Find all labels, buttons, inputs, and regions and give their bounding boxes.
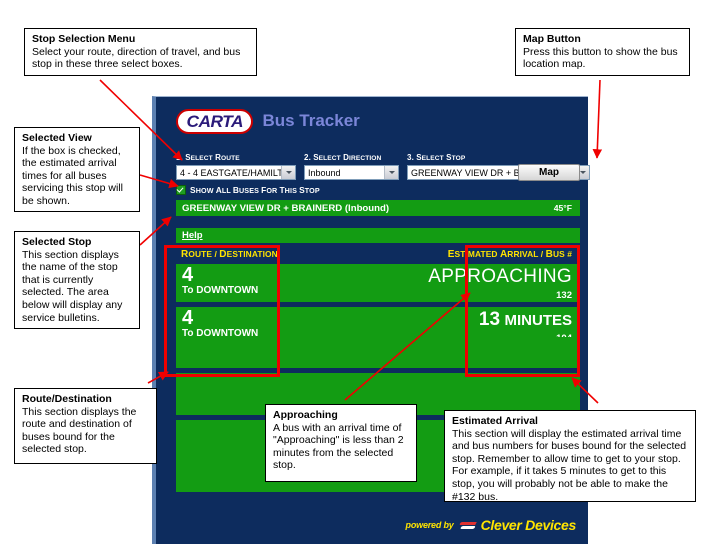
annotation-body: Select your route, direction of travel, … — [32, 45, 241, 71]
column-header-estimated-arrival: ESTIMATED ARRIVAL / BUS # — [447, 249, 572, 260]
bus-number: 132 — [556, 290, 572, 301]
carta-logo-text: CARTA — [186, 111, 243, 131]
route-number: 4 — [182, 307, 194, 329]
eta-number: 13 — [478, 309, 501, 330]
help-link[interactable]: Help — [182, 230, 203, 241]
show-all-buses-label: SHOW ALL BUSES FOR THIS STOP — [190, 184, 320, 195]
annotation-title: Map Button — [523, 33, 581, 45]
label-select-direction: 2. SELECT DIRECTION — [304, 153, 382, 162]
annotation-title: Estimated Arrival — [452, 415, 538, 427]
annotation-body: This section displays the name of the st… — [22, 248, 123, 324]
chevron-down-icon[interactable] — [384, 166, 398, 179]
annotation-title: Selected Stop — [22, 236, 92, 248]
annotation-body: This section displays the route and dest… — [22, 405, 137, 456]
annotation-map-button: Map Button Press this button to show the… — [515, 28, 690, 76]
label-select-route: 1. SELECT ROUTE — [176, 153, 240, 162]
route-select-value: 4 - 4 EASTGATE/HAMILTON PL — [180, 167, 281, 178]
selected-stop-name: GREENWAY VIEW DR + BRAINERD (Inbound) — [182, 202, 390, 214]
eta-text: APPROACHING — [428, 266, 572, 287]
eta-unit: MINUTES — [504, 312, 573, 329]
table-row[interactable]: 4 To DOWNTOWN APPROACHING 132 — [176, 264, 580, 302]
direction-select[interactable]: Inbound — [304, 165, 399, 180]
direction-select-value: Inbound — [308, 167, 341, 178]
chevron-down-icon[interactable] — [281, 166, 295, 179]
route-number: 4 — [182, 264, 194, 286]
annotation-approaching: Approaching A bus with an arrival time o… — [265, 404, 417, 482]
show-all-buses-checkbox[interactable] — [176, 184, 186, 195]
arrivals-table-header: ROUTE / DESTINATION ESTIMATED ARRIVAL / … — [176, 249, 580, 264]
annotation-body: This section will display the estimated … — [452, 427, 687, 503]
route-destination: To DOWNTOWN — [182, 285, 259, 296]
carta-logo-badge: CARTA — [176, 108, 254, 134]
column-header-route-destination: ROUTE / DESTINATION — [181, 249, 278, 260]
annotation-body: Press this button to show the bus locati… — [523, 45, 678, 71]
annotation-estimated-arrival: Estimated Arrival This section will disp… — [444, 410, 696, 503]
route-select[interactable]: 4 - 4 EASTGATE/HAMILTON PL — [176, 165, 296, 180]
powered-by-text: powered by — [405, 520, 454, 530]
annotation-title: Stop Selection Menu — [32, 33, 136, 45]
annotation-route-destination: Route/Destination This section displays … — [14, 388, 157, 464]
selected-stop-bar: GREENWAY VIEW DR + BRAINERD (Inbound) 45… — [176, 200, 580, 216]
annotation-selected-stop: Selected Stop This section displays the … — [14, 231, 140, 329]
map-button[interactable]: Map — [518, 164, 580, 181]
app-footer: powered by Clever Devices — [160, 508, 588, 544]
help-bar: Help — [176, 228, 580, 243]
eta-value: APPROACHING — [428, 266, 572, 288]
temperature-display: 45°F — [553, 203, 572, 213]
eta-value: 13 MINUTES — [479, 309, 572, 331]
annotation-body: If the box is checked, the estimated arr… — [22, 144, 123, 207]
clever-devices-swoosh-icon — [460, 521, 476, 530]
annotation-selected-view: Selected View If the box is checked, the… — [14, 127, 140, 212]
annotation-body: A bus with an arrival time of "Approachi… — [273, 421, 404, 472]
vendor-name: Clever Devices — [480, 517, 577, 533]
show-all-buses-row[interactable]: SHOW ALL BUSES FOR THIS STOP — [176, 184, 320, 195]
annotation-stop-selection-menu: Stop Selection Menu Select your route, d… — [24, 28, 257, 76]
annotation-title: Approaching — [273, 409, 338, 421]
label-select-stop: 3. SELECT STOP — [407, 153, 466, 162]
bus-tracker-title: Bus Tracker — [262, 111, 360, 130]
selector-labels: 1. SELECT ROUTE 2. SELECT DIRECTION 3. S… — [176, 153, 578, 165]
app-logo: CARTA Bus Tracker — [176, 106, 360, 136]
annotation-title: Selected View — [22, 132, 92, 144]
powered-by-block: powered by Clever Devices — [405, 517, 577, 533]
empty-row-filler — [176, 337, 580, 368]
annotation-title: Route/Destination — [22, 393, 112, 405]
bus-tracker-app-window: CARTA Bus Tracker 1. SELECT ROUTE 2. SEL… — [152, 96, 590, 544]
stop-select-value: GREENWAY VIEW DR + BRAINERD — [411, 167, 561, 178]
route-destination: To DOWNTOWN — [182, 328, 259, 339]
